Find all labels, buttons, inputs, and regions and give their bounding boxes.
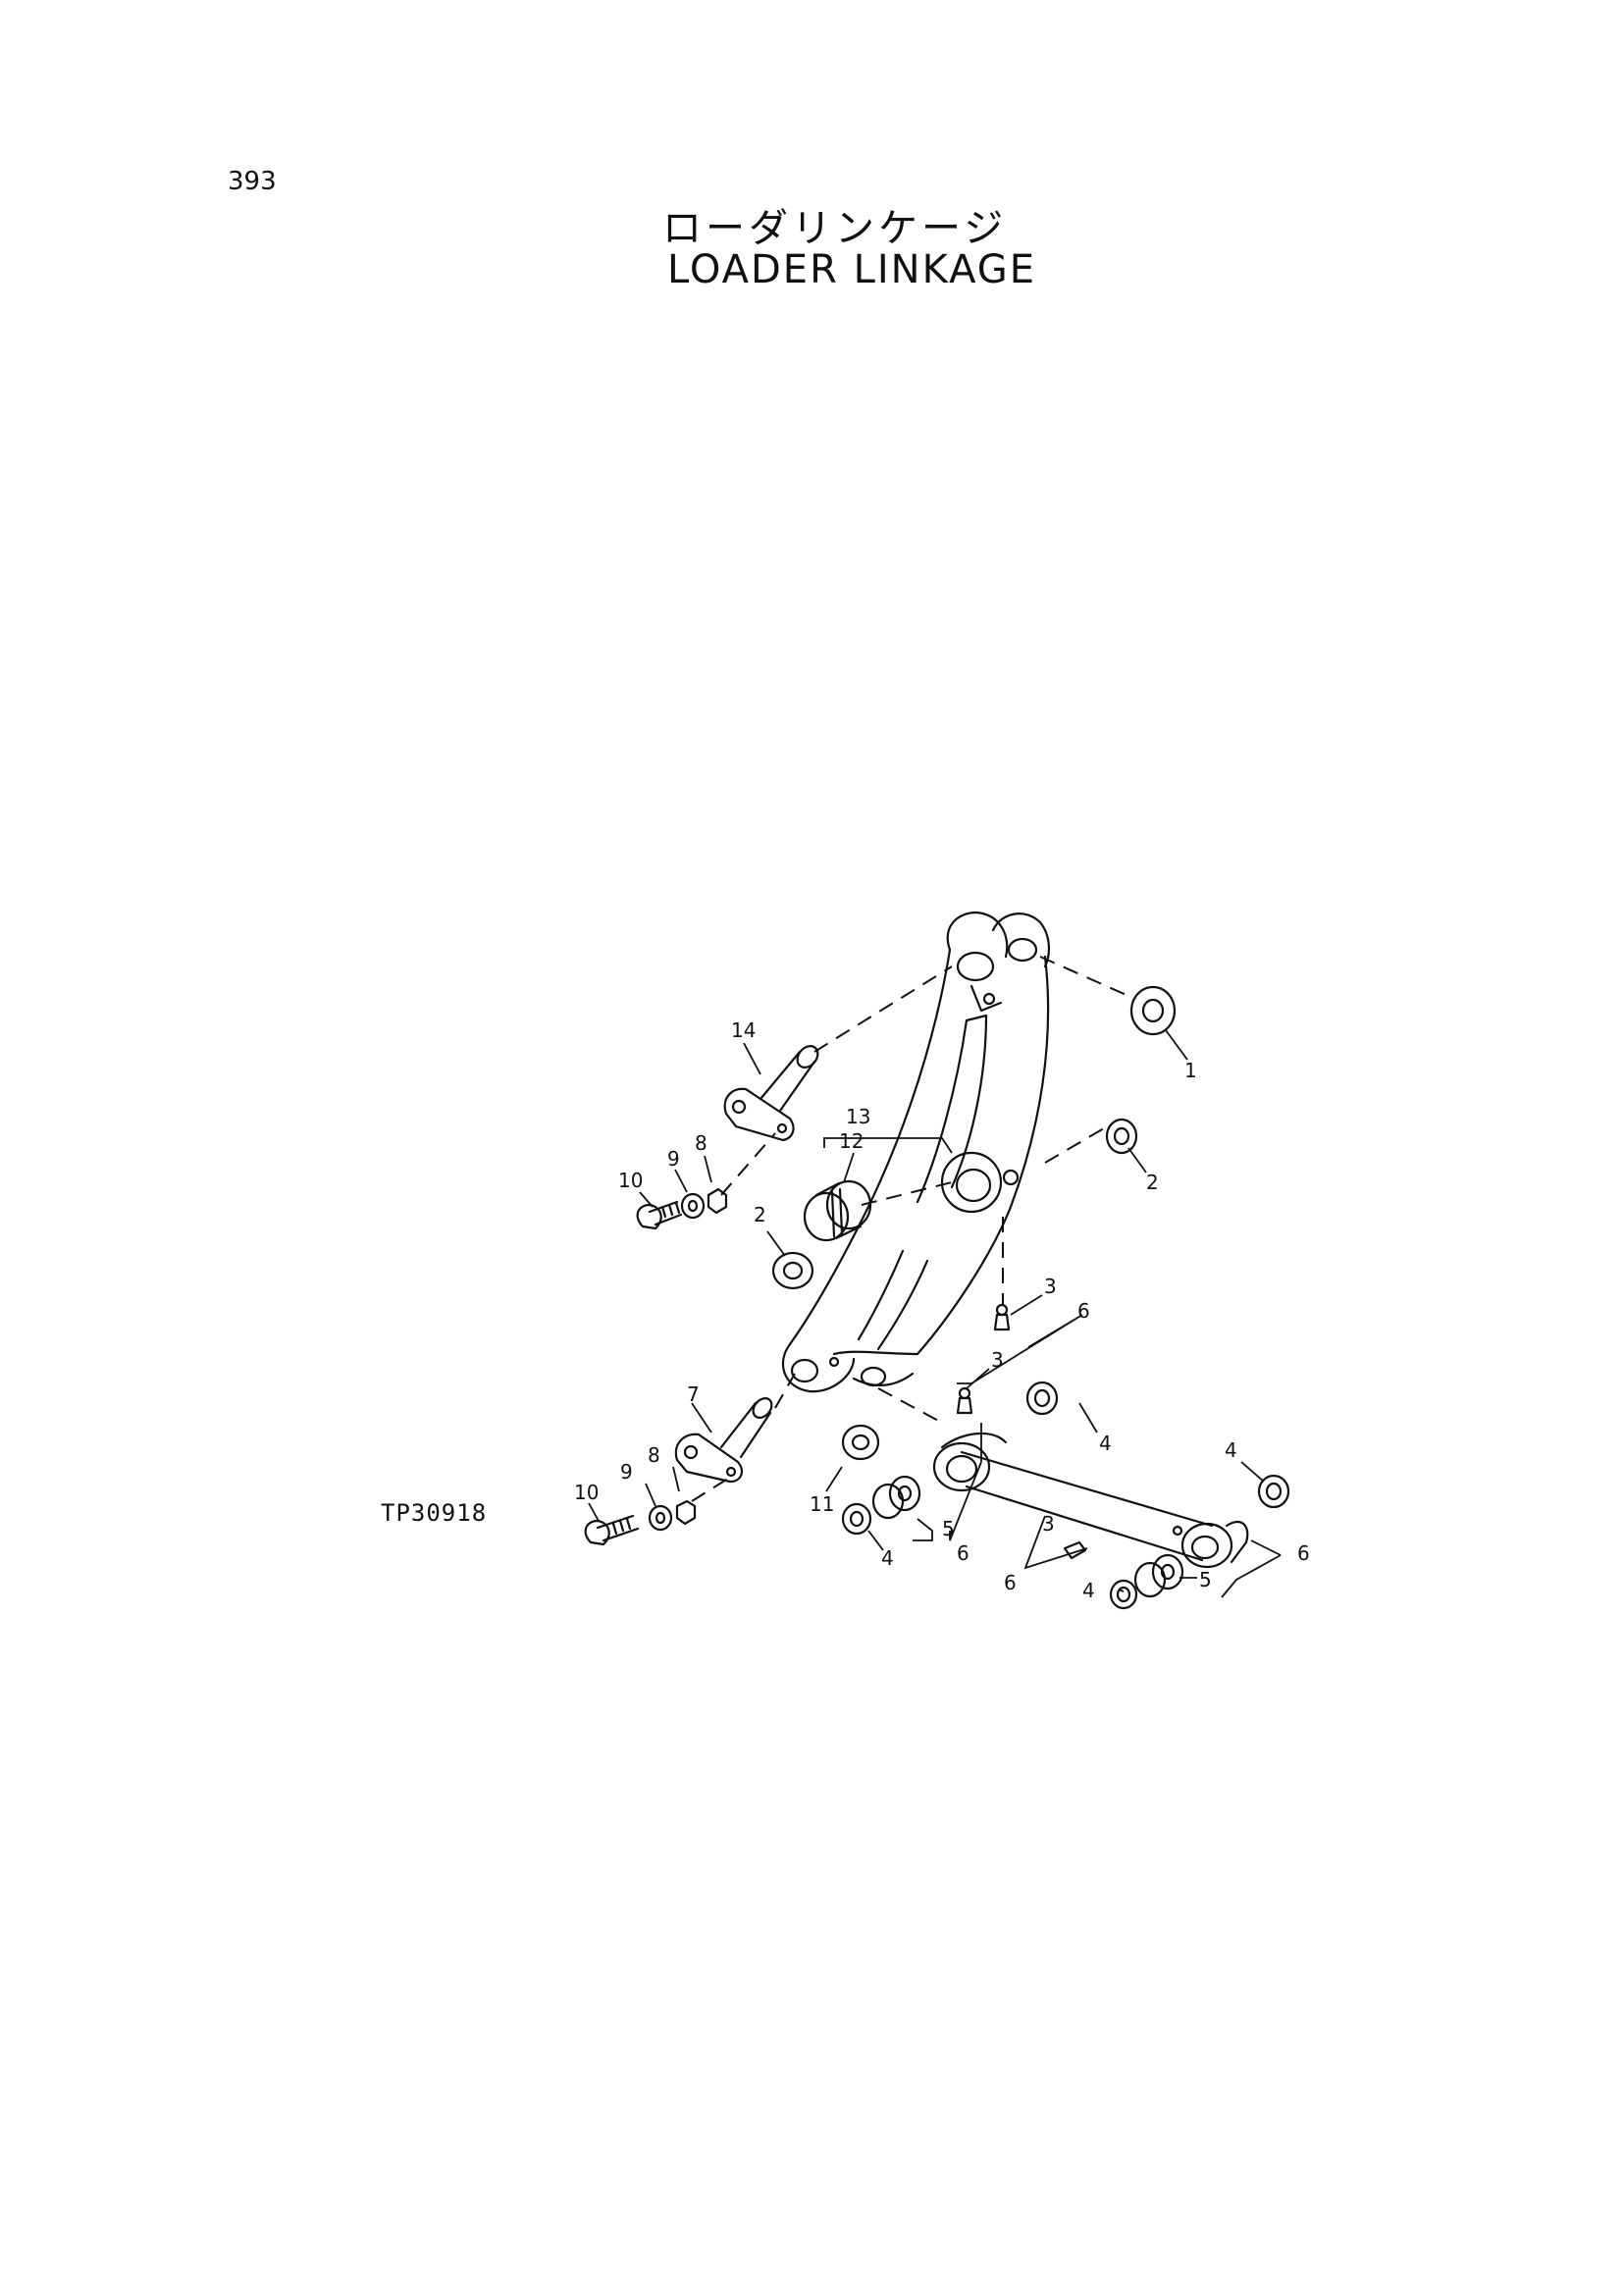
- leader-lines: [588, 1029, 1282, 1598]
- bolt-10-lower: [584, 1514, 640, 1546]
- bushing-12: [803, 1179, 872, 1242]
- spacer-2-left: [771, 1251, 814, 1290]
- callout-1: 1: [1184, 1059, 1197, 1082]
- callout-6: 6: [1297, 1541, 1310, 1565]
- callout-3: 3: [1042, 1512, 1055, 1536]
- callout-3: 3: [991, 1348, 1004, 1372]
- callout-12: 12: [839, 1129, 864, 1153]
- assembly-lines: [691, 956, 1129, 1502]
- ring-4-c: [841, 1502, 872, 1536]
- callout-8: 8: [695, 1131, 707, 1155]
- callout-5: 5: [942, 1517, 955, 1540]
- washer-11: [841, 1424, 880, 1461]
- callout-8: 8: [648, 1443, 660, 1467]
- callout-4: 4: [1082, 1579, 1095, 1602]
- callout-10: 10: [618, 1169, 643, 1192]
- grease-fitting-3-a: [993, 1303, 1011, 1331]
- bolt-10-upper: [636, 1200, 683, 1230]
- callout-6: 6: [957, 1541, 969, 1565]
- bellcrank-arm: [781, 911, 1050, 1393]
- callout-2: 2: [1146, 1171, 1159, 1194]
- callout-4: 4: [1099, 1432, 1112, 1455]
- callout-5: 5: [1199, 1568, 1212, 1591]
- callout-6: 6: [1004, 1571, 1017, 1594]
- ring-4-d: [1109, 1579, 1138, 1610]
- callout-14: 14: [731, 1018, 756, 1042]
- bushing-5-a: [871, 1475, 921, 1520]
- callout-4: 4: [1225, 1438, 1237, 1462]
- page-title-english: LOADER LINKAGE: [667, 247, 1037, 292]
- grease-fitting-3-b: [956, 1386, 973, 1415]
- callout-2: 2: [754, 1203, 766, 1226]
- callout-6: 6: [1077, 1299, 1090, 1323]
- pin-14: [723, 1045, 819, 1142]
- callout-9: 9: [620, 1460, 633, 1484]
- drawing-id: TP30918: [381, 1499, 488, 1527]
- pin-7: [674, 1397, 773, 1484]
- ring-4-a: [1025, 1381, 1059, 1416]
- callout-7: 7: [687, 1382, 700, 1406]
- washer-9-upper: [680, 1192, 706, 1220]
- callout-3: 3: [1044, 1275, 1057, 1298]
- page-title-japanese: ローダリンケージ: [662, 206, 1008, 251]
- washer-1: [1129, 985, 1177, 1036]
- nut-8-upper: [707, 1187, 728, 1215]
- callout-9: 9: [667, 1147, 680, 1171]
- callout-labels: 1 2 2 3 3 3 4 4 4 4 5 5 6 6 6 6 7 8 8 9 …: [574, 1018, 1310, 1602]
- washer-9-lower: [648, 1504, 673, 1532]
- callout-11: 11: [810, 1492, 834, 1516]
- bushing-5-b: [1133, 1553, 1184, 1598]
- page-number: 393: [228, 167, 277, 196]
- lower-link: [932, 1432, 1249, 1569]
- ring-4-b: [1257, 1474, 1290, 1509]
- nut-8-lower: [675, 1499, 697, 1526]
- callout-13: 13: [846, 1105, 870, 1128]
- callout-10: 10: [574, 1481, 599, 1504]
- callout-4: 4: [881, 1546, 894, 1570]
- spacer-2-right: [1105, 1118, 1138, 1155]
